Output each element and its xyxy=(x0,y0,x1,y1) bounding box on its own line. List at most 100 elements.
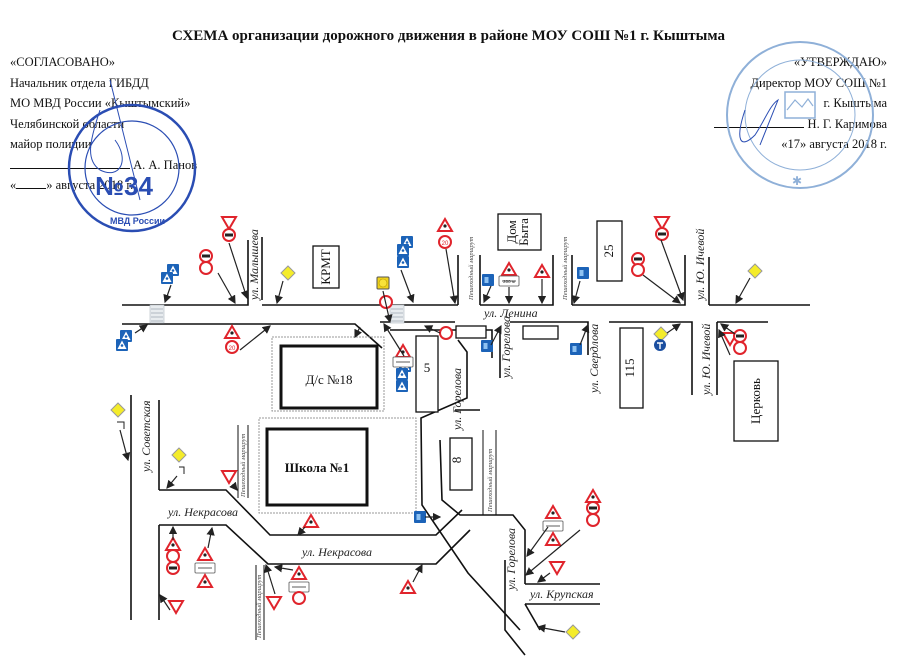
street-label-yu-ichevoy-bottom: ул. Ю. Ичевой xyxy=(699,324,713,396)
pedestrian-crossing-sign-icon xyxy=(397,244,409,256)
yield-sign-icon xyxy=(549,561,565,575)
priority-road-sign-icon xyxy=(653,326,669,342)
yield-sign-icon xyxy=(221,216,237,230)
children-warning-sign-icon xyxy=(291,566,307,580)
yield-sign-icon xyxy=(221,470,237,484)
pedestrian-routes xyxy=(237,425,497,640)
street-label-lenina: ул. Ленина xyxy=(483,306,538,320)
road-gorelova xyxy=(420,339,600,656)
info-sign-icon xyxy=(414,511,426,523)
building-8: 8 xyxy=(449,437,473,491)
building-church: Церковь xyxy=(733,360,779,442)
street-label-nekrasova-center: ул. Некрасова xyxy=(301,545,372,559)
pedestrian-route-label: Пешеходный маршрут xyxy=(240,433,247,498)
children-warning-sign-icon xyxy=(197,547,213,561)
approval-right-heading: «УТВЕРЖДАЮ» xyxy=(793,55,887,69)
street-label-gorelova-small: ул. Горелова xyxy=(499,316,513,379)
priority-road-sign-icon xyxy=(280,265,296,281)
date-prefix: « xyxy=(10,178,17,192)
sign-pointer-arrows xyxy=(119,239,751,633)
approval-left-line3: Челябинской области xyxy=(10,116,125,131)
direction-plate-icon xyxy=(117,421,125,429)
no-overtaking-sign-icon xyxy=(199,249,213,263)
children-warning-sign-icon xyxy=(224,325,240,339)
speed-limit-sign-icon xyxy=(631,263,645,277)
speed-limit-sign-icon xyxy=(166,549,180,563)
school-zone xyxy=(258,417,417,514)
street-label-gorelova: ул. Горелова xyxy=(450,368,464,431)
pedestrian-route-label: Пешеходный маршрут xyxy=(487,448,494,513)
street-label-nekrasova-left: ул. Некрасова xyxy=(167,505,238,519)
distance-plate-icon xyxy=(194,562,216,574)
crosswalk-marking xyxy=(149,304,165,324)
distance-plate-icon xyxy=(288,581,310,593)
building-dom-byta: Дом Быта xyxy=(497,213,542,251)
no-overtaking-sign-icon xyxy=(733,329,747,343)
speed-limit-sign-icon xyxy=(733,341,747,355)
snowflake-icon: ✱ xyxy=(792,174,802,188)
info-sign-icon xyxy=(577,267,589,279)
pedestrian-route-label: Пешеходный маршрут xyxy=(468,236,475,301)
no-overtaking-sign-icon xyxy=(586,501,600,515)
no-overtaking-sign-icon xyxy=(166,561,180,575)
svg-text:5: 5 xyxy=(424,360,431,375)
stamp-left: №34 МВД России xyxy=(67,103,197,233)
pedestrian-crossing-sign-icon xyxy=(397,256,409,268)
children-warning-sign-icon xyxy=(437,218,453,232)
info-sign-icon xyxy=(482,274,494,286)
approval-left-date: « » августа 2018 г. xyxy=(10,175,197,196)
priority-road-sign-icon xyxy=(747,263,763,279)
svg-text:25: 25 xyxy=(601,245,616,258)
speed-limit-sign-icon xyxy=(199,261,213,275)
building-5: 5 xyxy=(415,335,439,413)
pedestrian-crossing-sign-icon xyxy=(116,339,128,351)
svg-text:Д/с №18: Д/с №18 xyxy=(306,372,353,387)
svg-text:Церковь: Церковь xyxy=(748,378,763,424)
pedestrian-crossing-sign-icon xyxy=(161,272,173,284)
pedestrian-route-label: Пешеходный маршрут xyxy=(256,574,263,639)
no-overtaking-sign-icon xyxy=(222,228,236,242)
building-kindergarten-18: Д/с №18 xyxy=(279,344,379,410)
road-narrowing-sign-icon xyxy=(197,574,213,588)
kindergarten-zone xyxy=(271,336,385,412)
road-narrowing-sign-icon xyxy=(303,514,319,528)
priority-road-sign-icon xyxy=(171,447,187,463)
no-overtaking-sign-icon xyxy=(655,227,669,241)
approval-left-line4: майор полиции xyxy=(10,137,92,151)
signature-left xyxy=(90,79,141,201)
children-warning-sign-icon xyxy=(534,264,550,278)
approval-left-heading: «СОГЛАСОВАНО» xyxy=(10,55,116,69)
svg-text:КРМТ: КРМТ xyxy=(318,249,333,284)
children-warning-sign-icon xyxy=(585,489,601,503)
street-label-malysheva: ул. Малышева xyxy=(247,229,261,301)
small-building-lenina-1 xyxy=(455,325,487,339)
pedestrian-route-label: Пешеходный маршрут xyxy=(562,236,569,301)
building-115: 115 xyxy=(619,327,644,409)
speed-limit-sign-icon xyxy=(586,513,600,527)
svg-text:20: 20 xyxy=(229,346,236,352)
crosswalk-marking xyxy=(389,304,405,324)
speed-limit-sign: 20 xyxy=(438,235,452,249)
svg-text:8: 8 xyxy=(449,457,464,464)
building-krmt: КРМТ xyxy=(312,245,340,289)
building-school-1: Школа №1 xyxy=(265,427,369,507)
distance-plate xyxy=(392,356,414,368)
pedestrian-crossing-sign-icon xyxy=(396,380,408,392)
approval-right-date: «17» августа 2018 г. xyxy=(781,137,887,151)
signature-right xyxy=(739,98,780,146)
pedestrian-crossing-sign-icon xyxy=(396,368,408,380)
children-warning-sign-icon xyxy=(545,505,561,519)
info-sign-icon xyxy=(481,340,493,352)
svg-text:Дом: Дом xyxy=(504,220,519,243)
date-blank xyxy=(16,177,47,189)
yield-sign-icon xyxy=(266,596,282,610)
children-warning-sign-icon xyxy=(501,262,517,276)
street-label-krupskaya: ул. Крупская xyxy=(529,587,594,601)
speed-limit-sign: 20 xyxy=(225,340,239,354)
svg-text:Школа №1: Школа №1 xyxy=(285,460,350,475)
stamp-bottom-text: МВД России xyxy=(110,216,165,226)
t-junction-sign-icon xyxy=(654,339,666,351)
date-suffix: » августа 2018 г. xyxy=(46,178,134,192)
street-label-yu-ichevoy-top: ул. Ю. Ичевой xyxy=(693,229,707,301)
page-title: СХЕМА организации дорожного движения в р… xyxy=(172,28,725,44)
